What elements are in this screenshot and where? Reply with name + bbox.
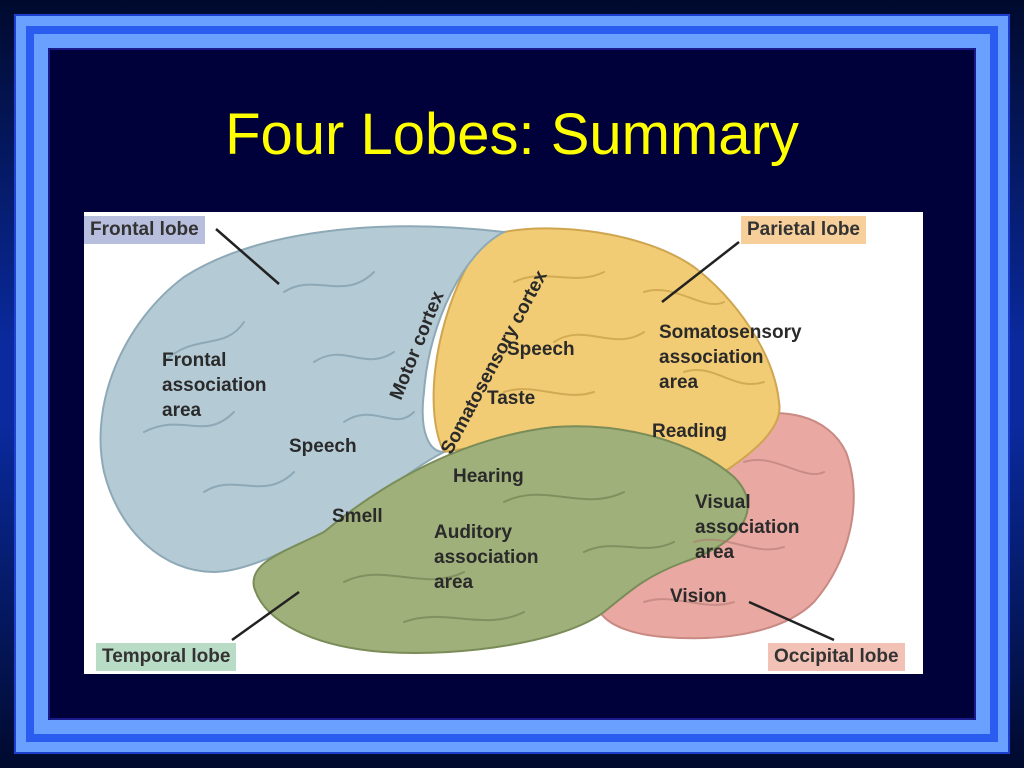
frontal-lobe-tag: Frontal lobe	[84, 216, 205, 244]
slide-title: Four Lobes: Summary	[225, 102, 799, 167]
gyri-texture	[143, 271, 825, 623]
vision-label: Vision	[670, 586, 727, 607]
parietal-lobe-tag: Parietal lobe	[741, 216, 866, 244]
occipital-lobe-tag: Occipital lobe	[768, 643, 905, 671]
brain-diagram: Frontal lobe Parietal lobe Temporal lobe…	[84, 212, 923, 674]
temporal-lobe-shape	[252, 425, 749, 654]
hearing-label: Hearing	[453, 466, 524, 487]
brain-illustration	[99, 225, 855, 654]
leader-lines	[215, 228, 835, 642]
auditory-association-label: Auditory association area	[434, 522, 539, 593]
speech-parietal-label: Speech	[507, 339, 575, 360]
visual-association-label: Visual association area	[695, 492, 800, 563]
speech-frontal-label: Speech	[289, 436, 357, 457]
smell-label: Smell	[332, 506, 383, 527]
frontal-association-label: Frontal association area	[162, 350, 267, 421]
temporal-lobe-tag: Temporal lobe	[96, 643, 237, 671]
frontal-lobe-shape	[99, 225, 508, 574]
somatosensory-association-label: Somatosensory association area	[659, 322, 802, 393]
taste-label: Taste	[487, 388, 536, 409]
reading-label: Reading	[652, 421, 727, 442]
